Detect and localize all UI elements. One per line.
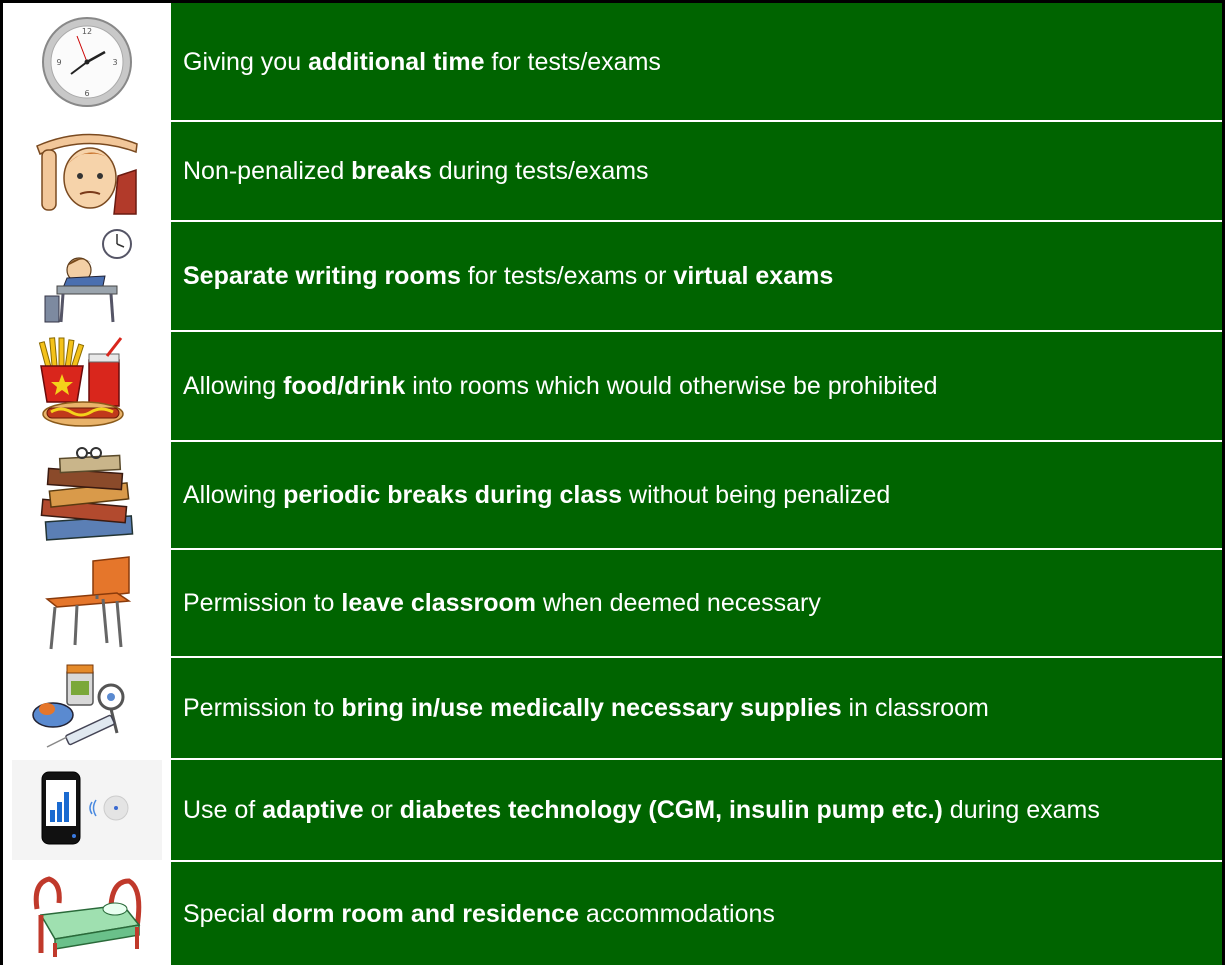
text-segment: Giving you <box>183 47 309 76</box>
row-text-content: Non-penalized breaks during tests/exams <box>183 155 649 187</box>
row-divider <box>171 758 1222 760</box>
text-segment: Allowing <box>183 372 284 400</box>
bold-text-segment: diabetes technology (CGM, insulin pump e… <box>399 796 943 824</box>
icon-cell <box>3 442 171 548</box>
table-row: Special dorm room and residence accommod… <box>3 862 1222 965</box>
row-text: Special dorm room and residence accommod… <box>171 862 1222 965</box>
bold-text-segment: food/drink <box>283 372 406 400</box>
icon-cell: 12 3 6 9 <box>3 3 171 120</box>
text-segment: during exams <box>942 796 1100 824</box>
bold-text-segment: virtual exams <box>673 262 834 290</box>
medical-supplies-icon <box>27 663 147 753</box>
bold-text-segment: adaptive <box>262 796 364 824</box>
row-text-content: Separate writing rooms for tests/exams o… <box>183 260 833 292</box>
table-row: Use of adaptive or diabetes technology (… <box>3 760 1222 860</box>
bold-text-segment: periodic breaks during class <box>283 481 623 509</box>
svg-text:3: 3 <box>112 58 117 67</box>
bold-text-segment: breaks <box>351 157 432 185</box>
text-segment: Permission to <box>183 589 342 617</box>
school-desk-icon <box>37 555 137 651</box>
text-segment: or <box>363 796 400 824</box>
book-stack-icon <box>32 445 142 545</box>
row-divider <box>171 656 1222 658</box>
row-text: Non-penalized breaks during tests/exams <box>171 122 1222 220</box>
row-divider <box>171 548 1222 550</box>
fast-food-icon <box>37 336 137 436</box>
text-segment: into rooms which would otherwise be proh… <box>405 372 938 400</box>
table-row: Permission to bring in/use medically nec… <box>3 658 1222 758</box>
text-segment: for tests/exams or <box>460 262 674 290</box>
table-row: Allowing food/drink into rooms which wou… <box>3 332 1222 440</box>
row-text: Permission to bring in/use medically nec… <box>171 658 1222 758</box>
text-segment: in classroom <box>841 694 989 722</box>
row-text: Allowing food/drink into rooms which wou… <box>171 332 1222 440</box>
icon-cell <box>3 332 171 440</box>
bold-text-segment: bring in/use medically necessary supplie… <box>341 694 842 722</box>
row-divider <box>171 330 1222 332</box>
text-segment: for tests/exams <box>484 47 661 76</box>
icon-cell <box>3 658 171 758</box>
row-divider <box>171 440 1222 442</box>
bold-text-segment: additional time <box>308 47 485 76</box>
bold-text-segment: dorm room and residence <box>271 899 579 928</box>
text-segment: when deemed necessary <box>535 589 821 617</box>
row-text-content: Permission to bring in/use medically nec… <box>183 692 989 724</box>
text-segment: without being penalized <box>622 481 891 509</box>
text-segment: during tests/exams <box>431 157 649 185</box>
icon-cell <box>3 862 171 965</box>
text-segment: Non-penalized <box>183 157 352 185</box>
row-text-content: Permission to leave classroom when deeme… <box>183 587 821 619</box>
dorm-bed-icon <box>27 869 147 959</box>
tired-student-icon <box>32 126 142 216</box>
clock-icon: 12 3 6 9 <box>41 16 133 108</box>
row-text-content: Special dorm room and residence accommod… <box>183 898 775 930</box>
glucose-monitor-icon <box>12 760 162 860</box>
row-text: Giving you additional time for tests/exa… <box>171 3 1222 120</box>
row-text-content: Allowing food/drink into rooms which wou… <box>183 370 938 402</box>
svg-text:9: 9 <box>56 58 61 67</box>
student-at-desk-icon <box>37 226 137 326</box>
row-text: Allowing periodic breaks during class wi… <box>171 442 1222 548</box>
icon-cell <box>3 760 171 860</box>
row-text: Permission to leave classroom when deeme… <box>171 550 1222 656</box>
table-row: Separate writing rooms for tests/exams o… <box>3 222 1222 330</box>
icon-cell <box>3 550 171 656</box>
text-segment: Special <box>183 899 272 928</box>
table-row: Allowing periodic breaks during class wi… <box>3 442 1222 548</box>
table-row: 12 3 6 9 Giving you additional time for tes… <box>3 3 1222 120</box>
row-text-content: Giving you additional time for tests/exa… <box>183 46 661 78</box>
text-segment: Allowing <box>183 481 284 509</box>
bold-text-segment: Separate writing rooms <box>183 262 461 290</box>
row-text: Separate writing rooms for tests/exams o… <box>171 222 1222 330</box>
row-text: Use of adaptive or diabetes technology (… <box>171 760 1222 860</box>
row-text-content: Use of adaptive or diabetes technology (… <box>183 794 1100 826</box>
table-row: Non-penalized breaks during tests/exams <box>3 122 1222 220</box>
text-segment: accommodations <box>578 899 775 928</box>
bold-text-segment: leave classroom <box>341 589 536 617</box>
icon-cell <box>3 122 171 220</box>
svg-text:6: 6 <box>84 89 89 98</box>
text-segment: Permission to <box>183 694 342 722</box>
table-row: Permission to leave classroom when deeme… <box>3 550 1222 656</box>
icon-cell <box>3 222 171 330</box>
text-segment: Use of <box>183 796 263 824</box>
row-divider <box>171 220 1222 222</box>
row-divider <box>171 860 1222 862</box>
row-text-content: Allowing periodic breaks during class wi… <box>183 479 890 511</box>
svg-text:12: 12 <box>82 27 92 36</box>
row-divider <box>171 120 1222 122</box>
